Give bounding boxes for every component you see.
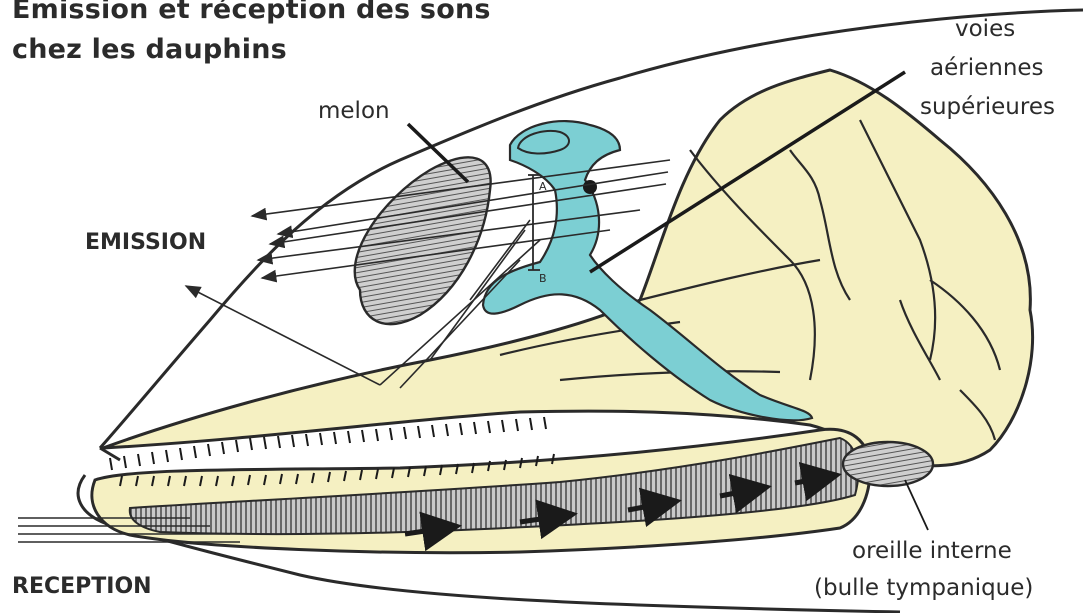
inner-ear-label-line2: (bulle tympanique): [814, 575, 1033, 601]
emission-label: EMISSION: [85, 230, 206, 255]
airways-label-line2: aériennes: [930, 55, 1044, 81]
phonic-lips: [583, 180, 597, 194]
inner-ear-leader: [905, 480, 928, 530]
reception-label: RECEPTION: [12, 574, 152, 599]
melon-label: melon: [318, 98, 390, 124]
airways-label-line1: voies: [955, 16, 1015, 42]
diagram-title-line2: chez les dauphins: [12, 34, 287, 65]
airways-label-line3: supérieures: [920, 94, 1055, 120]
inner-ear-label-line1: oreille interne: [852, 538, 1012, 564]
diagram-title-line1: Emission et réception des sons: [12, 0, 491, 25]
inner-ear: [843, 442, 933, 486]
marker-b: B: [539, 272, 547, 285]
